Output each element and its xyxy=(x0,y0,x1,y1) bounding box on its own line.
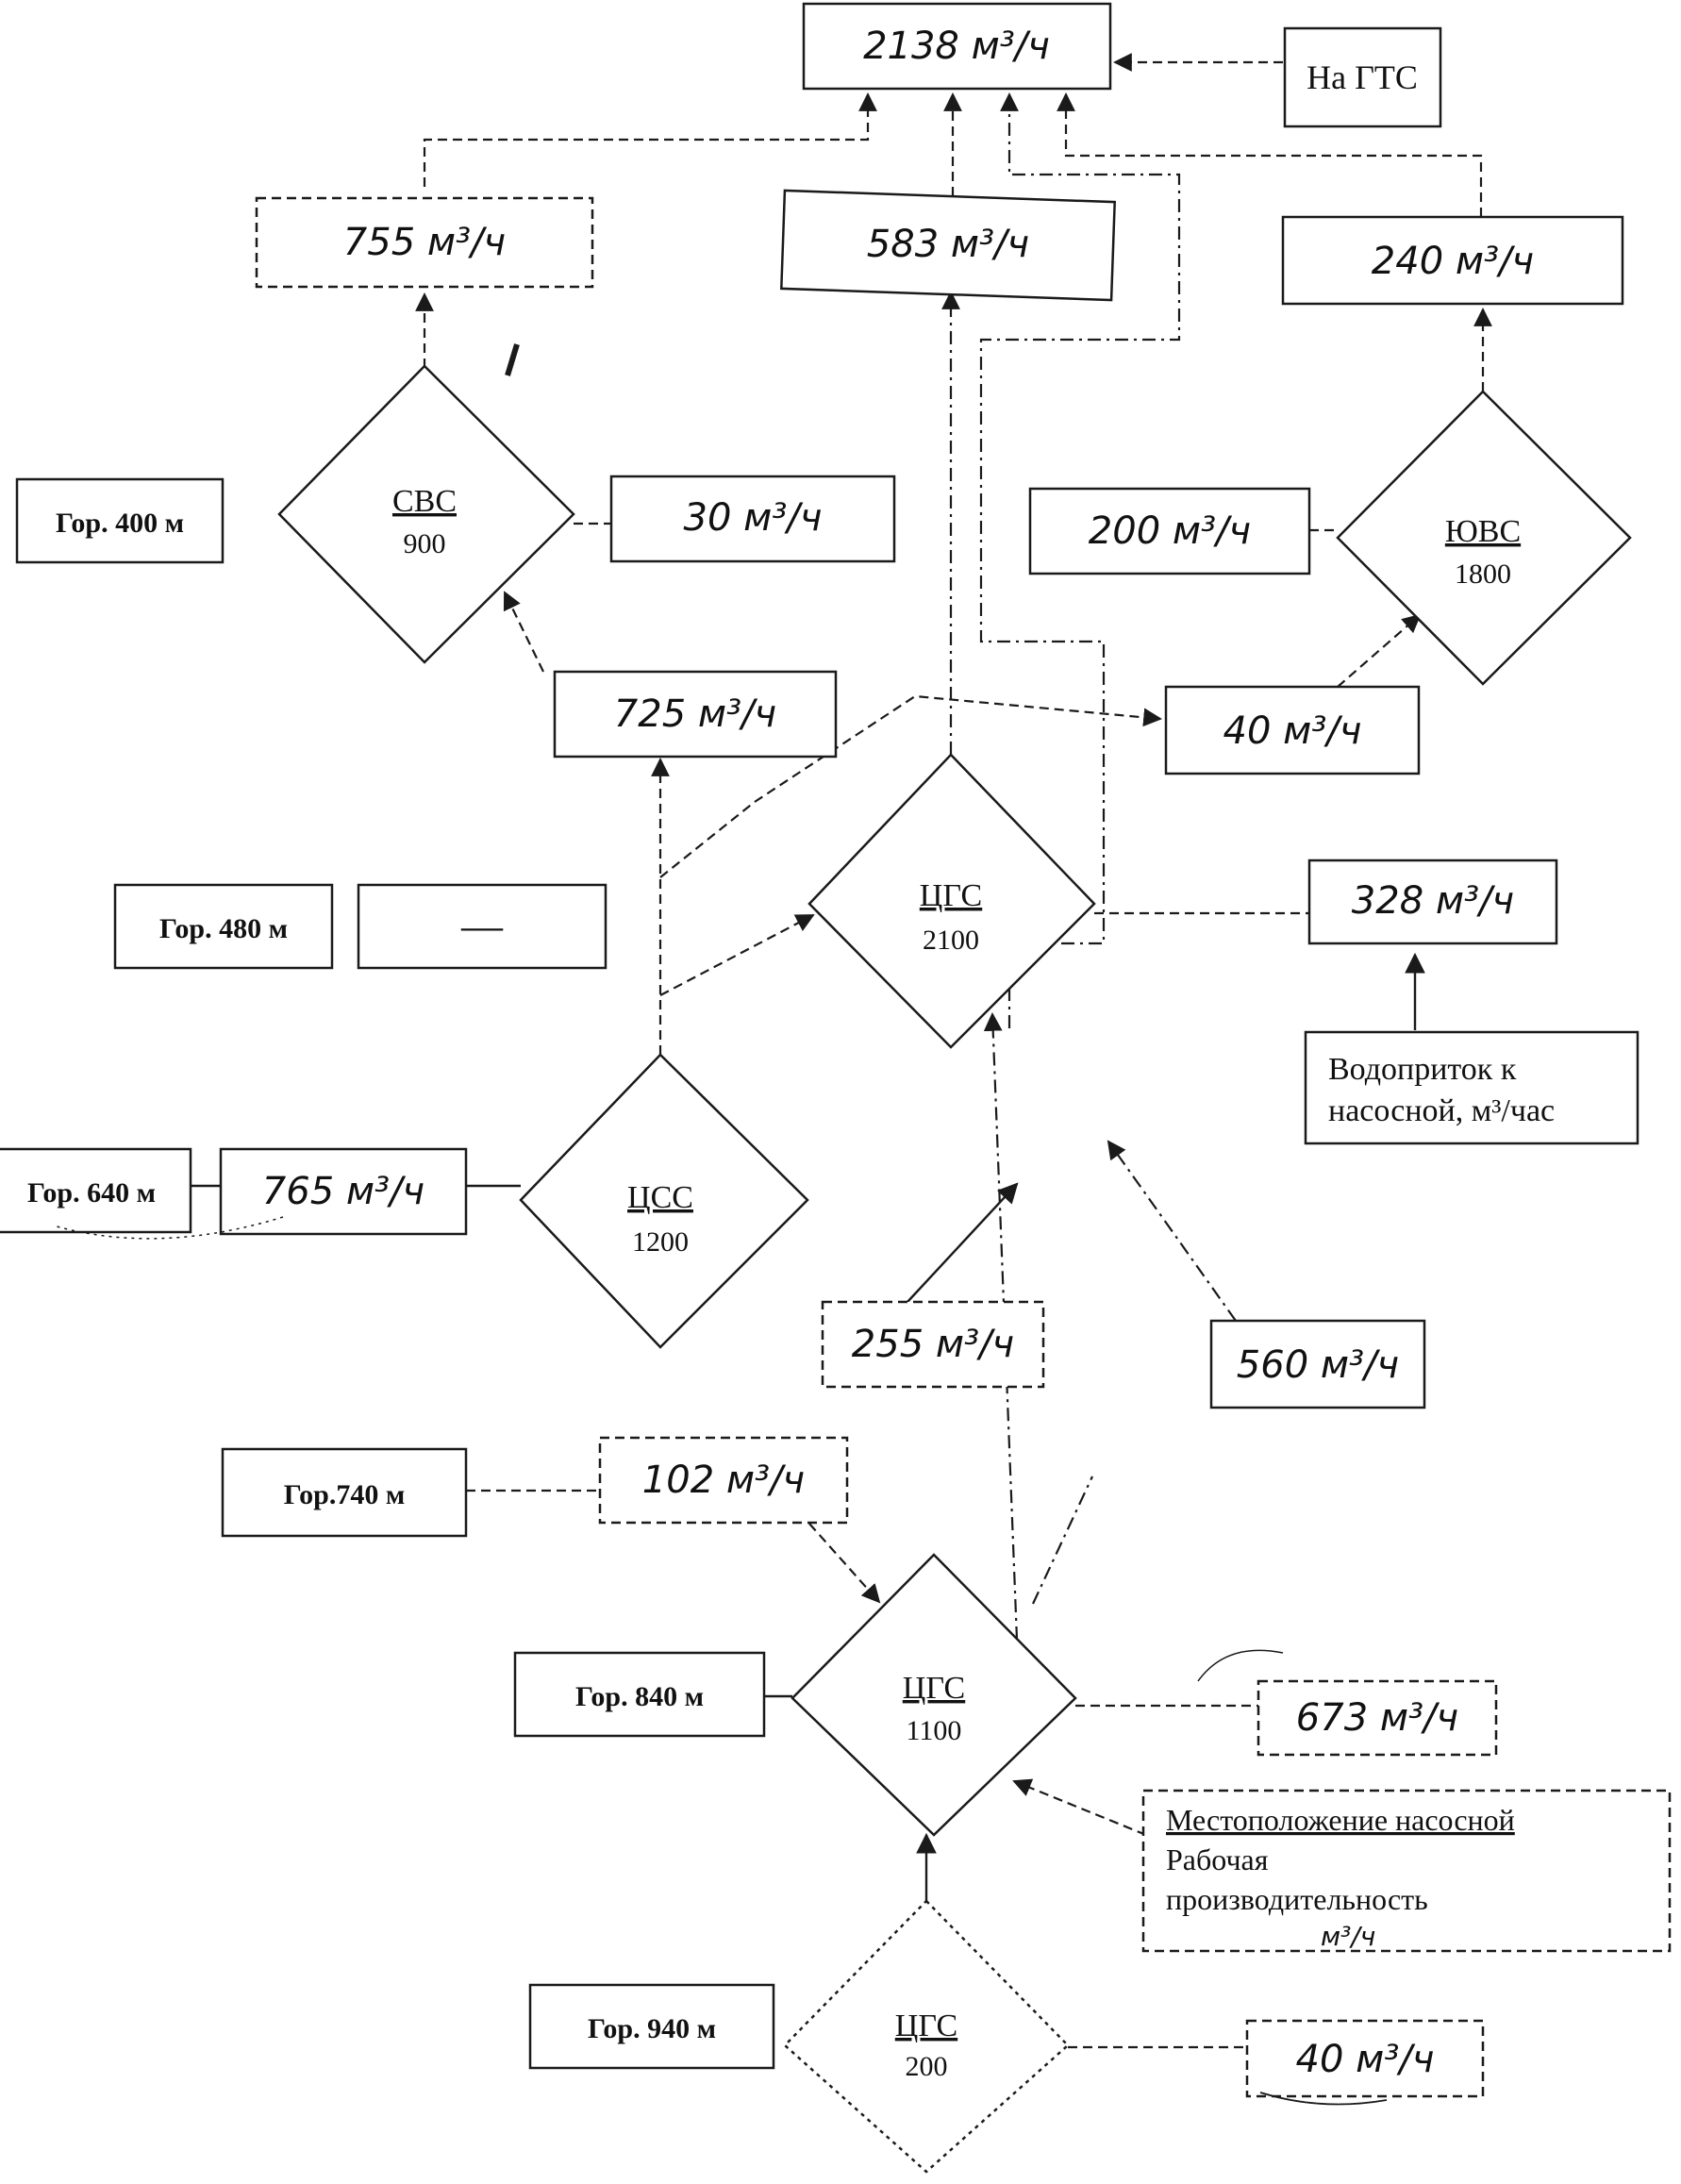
scan-marks xyxy=(56,343,1388,2106)
svg-text:Гор. 400 м: Гор. 400 м xyxy=(56,508,184,539)
svg-text:—: — xyxy=(460,903,504,949)
station-cgs-1100: ЦГС 1100 xyxy=(791,1553,1077,1837)
connectors xyxy=(191,53,1492,2049)
arrow-40-to-yuvs xyxy=(1337,613,1422,688)
flow-255: 255 м³/ч xyxy=(821,1300,1045,1389)
svg-text:Гор. 940 м: Гор. 940 м xyxy=(588,2013,716,2044)
flow-40-bottom: 40 м³/ч xyxy=(1245,2019,1485,2098)
top-total-value: 2138 м³/ч xyxy=(863,25,1050,68)
svg-text:1100: 1100 xyxy=(907,1715,962,1746)
svg-text:насосной, м³/час: насосной, м³/час xyxy=(1328,1093,1555,1128)
svg-text:Гор.740 м: Гор.740 м xyxy=(284,1479,406,1510)
flow-480-empty: — xyxy=(357,883,607,970)
flow-765: 765 м³/ч xyxy=(219,1147,468,1236)
svg-text:240 м³/ч: 240 м³/ч xyxy=(1372,240,1534,283)
line-cgs1100-riser xyxy=(1032,1475,1093,1605)
svg-text:765 м³/ч: 765 м³/ч xyxy=(262,1170,424,1213)
station-ccs-1200: ЦСС 1200 xyxy=(519,1053,809,1349)
svg-text:673 м³/ч: 673 м³/ч xyxy=(1296,1696,1458,1740)
svg-text:40 м³/ч: 40 м³/ч xyxy=(1223,709,1362,753)
svg-text:583 м³/ч: 583 м³/ч xyxy=(867,223,1029,266)
level-940: Гор. 940 м xyxy=(528,1983,775,2070)
line-main-riser-to-total xyxy=(979,92,1181,1028)
svg-text:2100: 2100 xyxy=(923,925,979,956)
svg-text:255 м³/ч: 255 м³/ч xyxy=(852,1323,1014,1366)
arrow-255-up xyxy=(907,1182,1019,1303)
level-740: Гор.740 м xyxy=(221,1447,468,1538)
svg-text:м³/ч: м³/ч xyxy=(1321,1921,1375,1952)
svg-text:СВС: СВС xyxy=(392,484,457,519)
svg-text:ЦГС: ЦГС xyxy=(895,2009,957,2043)
station-cgs-200: ЦГС 200 xyxy=(783,1899,1070,2174)
flow-755: 755 м³/ч xyxy=(255,196,594,289)
arrow-102-to-cgs1100 xyxy=(808,1523,881,1604)
arrow-560-to-riser xyxy=(1107,1140,1237,1322)
svg-text:1800: 1800 xyxy=(1455,559,1511,590)
flow-240: 240 м³/ч xyxy=(1281,215,1624,306)
svg-text:900: 900 xyxy=(404,528,446,559)
svg-text:40 м³/ч: 40 м³/ч xyxy=(1296,2038,1435,2081)
svg-text:200 м³/ч: 200 м³/ч xyxy=(1089,509,1251,553)
flow-30: 30 м³/ч xyxy=(609,475,896,563)
gts-node: На ГТС xyxy=(1283,26,1442,128)
flow-583: 583 м³/ч xyxy=(779,189,1117,302)
inflow-label-box: Водоприток к насосной, м³/час xyxy=(1304,1030,1639,1145)
svg-text:1200: 1200 xyxy=(632,1226,689,1258)
legend-box: Местоположение насосной Рабочая производ… xyxy=(1141,1789,1672,1953)
flow-200: 200 м³/ч xyxy=(1028,487,1311,575)
flow-725: 725 м³/ч xyxy=(553,670,838,759)
svg-text:725 м³/ч: 725 м³/ч xyxy=(614,692,776,736)
level-640: Гор. 640 м xyxy=(0,1147,192,1234)
svg-text:Водоприток к: Водоприток к xyxy=(1328,1052,1517,1087)
gts-label: На ГТС xyxy=(1307,58,1418,96)
svg-text:30 м³/ч: 30 м³/ч xyxy=(684,496,823,540)
flow-673: 673 м³/ч xyxy=(1257,1679,1498,1757)
flow-560: 560 м³/ч xyxy=(1209,1319,1426,1409)
station-yuvs: ЮВС 1800 xyxy=(1336,390,1632,686)
svg-text:ЦСС: ЦСС xyxy=(627,1180,693,1215)
level-840: Гор. 840 м xyxy=(513,1651,766,1738)
svg-text:560 м³/ч: 560 м³/ч xyxy=(1237,1343,1399,1387)
flow-328: 328 м³/ч xyxy=(1307,859,1558,945)
svg-text:ЦГС: ЦГС xyxy=(903,1671,965,1706)
svg-text:102 м³/ч: 102 м³/ч xyxy=(642,1459,805,1502)
svg-text:Гор. 480 м: Гор. 480 м xyxy=(159,913,288,944)
station-svs: СВС 900 xyxy=(277,364,575,664)
svg-text:ЦГС: ЦГС xyxy=(920,878,982,913)
arrow-ccs-to-cgs2100 xyxy=(659,914,815,996)
svg-text:ЮВС: ЮВС xyxy=(1445,514,1521,549)
svg-text:755 м³/ч: 755 м³/ч xyxy=(343,221,506,264)
svg-text:производительность: производительность xyxy=(1166,1882,1428,1916)
station-cgs-2100: ЦГС 2100 xyxy=(807,753,1096,1049)
arrow-725-to-svs xyxy=(503,591,544,673)
level-480: Гор. 480 м xyxy=(113,883,334,970)
svg-text:328 м³/ч: 328 м³/ч xyxy=(1352,879,1514,923)
line-755-to-total xyxy=(423,92,877,187)
flow-102: 102 м³/ч xyxy=(598,1436,849,1525)
arrow-legend-to-cgs1100 xyxy=(1012,1778,1147,1837)
level-400: Гор. 400 м xyxy=(15,477,225,564)
svg-text:Рабочая: Рабочая xyxy=(1166,1842,1269,1876)
svg-text:Гор. 840 м: Гор. 840 м xyxy=(575,1681,704,1712)
top-total-node: 2138 м³/ч xyxy=(802,2,1112,91)
svg-text:Гор. 640 м: Гор. 640 м xyxy=(27,1177,156,1209)
flow-40-top: 40 м³/ч xyxy=(1164,685,1421,775)
svg-text:Местоположение насосной: Местоположение насосной xyxy=(1166,1803,1515,1837)
svg-text:200: 200 xyxy=(906,2051,948,2082)
line-240-to-total xyxy=(1057,92,1483,217)
